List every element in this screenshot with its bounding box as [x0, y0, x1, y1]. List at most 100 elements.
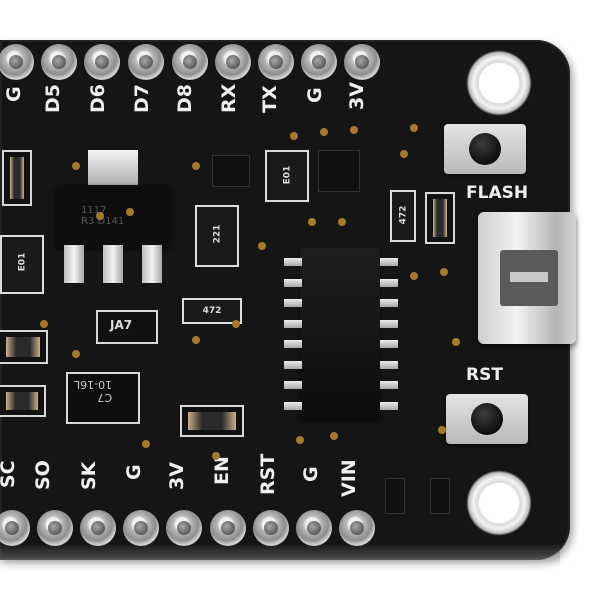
- pin-label-sc: SC: [0, 460, 19, 488]
- resistor-marking: E01: [17, 252, 27, 272]
- capacitor-small-3: [180, 405, 244, 437]
- resistor-marking: 221: [211, 224, 222, 244]
- pin-label-sk: SK: [78, 461, 100, 490]
- pin-label-en: EN: [211, 456, 233, 485]
- pin-label-vin: VIN: [338, 459, 360, 497]
- via: [258, 242, 266, 250]
- header-pin-bottom: [296, 510, 332, 546]
- capacitor-small-2: [425, 192, 455, 244]
- regulator-tab: [88, 150, 138, 188]
- header-pin-top: [172, 44, 208, 80]
- via: [40, 320, 48, 328]
- pin-label-d6: D6: [87, 84, 109, 113]
- via: [96, 212, 104, 220]
- regulator-leg-2: [103, 245, 123, 283]
- chip-pin: [284, 278, 302, 287]
- chip-pin: [284, 360, 302, 369]
- chip-pin: [284, 401, 302, 410]
- chip-pin: [284, 319, 302, 328]
- header-pin-bottom: [0, 510, 30, 546]
- chip-pin: [284, 381, 302, 389]
- reset-label: RST: [466, 365, 503, 385]
- chip-pin: [380, 299, 398, 307]
- chip-pin: [380, 401, 398, 410]
- transistor-3: [385, 478, 405, 514]
- pin-label-rst-bottom: RST: [257, 453, 279, 495]
- resistor-472-right: 472: [390, 190, 416, 242]
- chip-pin: [380, 381, 398, 389]
- header-pin-top: [0, 44, 34, 80]
- header-pin-bottom: [166, 510, 202, 546]
- chip-pin: [284, 258, 302, 266]
- header-pin-top: [258, 44, 294, 80]
- pin-label-d7: D7: [131, 84, 153, 113]
- flash-button-cap[interactable]: [469, 133, 501, 165]
- via: [400, 150, 408, 158]
- chip-pin: [284, 340, 302, 348]
- via: [330, 432, 338, 440]
- via: [192, 162, 200, 170]
- flash-button[interactable]: [444, 124, 526, 174]
- chip-pin: [380, 319, 398, 328]
- via: [440, 268, 448, 276]
- pin-label-so: SO: [32, 460, 54, 490]
- pin-label-3v-bottom: 3V: [166, 462, 188, 490]
- via: [338, 218, 346, 226]
- transistor-4: [430, 478, 450, 514]
- header-pin-top: [344, 44, 380, 80]
- pin-label-d8: D8: [174, 84, 196, 113]
- reset-button-cap[interactable]: [471, 403, 503, 435]
- resistor-network-221: 221: [195, 205, 239, 267]
- capacitor-marking: C7 10-16L: [74, 378, 113, 404]
- pin-label-3v-top: 3V: [346, 82, 368, 110]
- usb-serial-chip: [300, 248, 380, 420]
- regulator-leg-1: [64, 245, 84, 283]
- resistor-472-left: 472: [182, 298, 242, 324]
- chip-pin: [380, 340, 398, 348]
- via: [72, 350, 80, 358]
- via: [72, 162, 80, 170]
- header-pin-top: [84, 44, 120, 80]
- pin-label-g-bottom-2: G: [300, 466, 322, 482]
- header-pin-bottom: [210, 510, 246, 546]
- via: [192, 336, 200, 344]
- via: [320, 128, 328, 136]
- via: [296, 436, 304, 444]
- resistor-network-e01-top: E01: [265, 150, 309, 202]
- via: [410, 124, 418, 132]
- via: [410, 272, 418, 280]
- mounting-hole-bottom: [466, 470, 532, 536]
- capacitor-small-4: [0, 330, 48, 364]
- via: [232, 320, 240, 328]
- header-pin-bottom: [339, 510, 375, 546]
- header-pin-bottom: [37, 510, 73, 546]
- via: [452, 338, 460, 346]
- transistor-2: [318, 150, 360, 192]
- header-pin-top: [215, 44, 251, 80]
- pin-label-g-bottom: G: [123, 464, 145, 480]
- header-pin-top: [41, 44, 77, 80]
- resistor-network-e01-left: E01: [0, 235, 44, 294]
- via: [308, 218, 316, 226]
- header-pin-top: [301, 44, 337, 80]
- chip-pin: [380, 360, 398, 369]
- diode: JA7: [96, 310, 158, 344]
- chip-pin: [284, 299, 302, 307]
- pin-label-tx: TX: [259, 85, 281, 113]
- voltage-regulator: 1117 R3 D141: [55, 185, 170, 247]
- resistor-marking: E01: [282, 165, 292, 185]
- capacitor: C7 10-16L: [66, 372, 140, 424]
- via: [350, 126, 358, 134]
- resistor-marking: 472: [397, 205, 408, 225]
- micro-usb-connector: [478, 212, 576, 344]
- pin-label-rx: RX: [218, 83, 240, 113]
- resistor-marking: 472: [202, 306, 222, 316]
- reset-button[interactable]: [446, 394, 528, 444]
- chip-pin: [380, 258, 398, 266]
- capacitor-small-5: [0, 385, 46, 417]
- mounting-hole-top: [466, 50, 532, 116]
- via: [438, 426, 446, 434]
- via: [142, 440, 150, 448]
- flash-label: FLASH: [466, 183, 529, 203]
- pin-label-d5: D5: [42, 84, 64, 113]
